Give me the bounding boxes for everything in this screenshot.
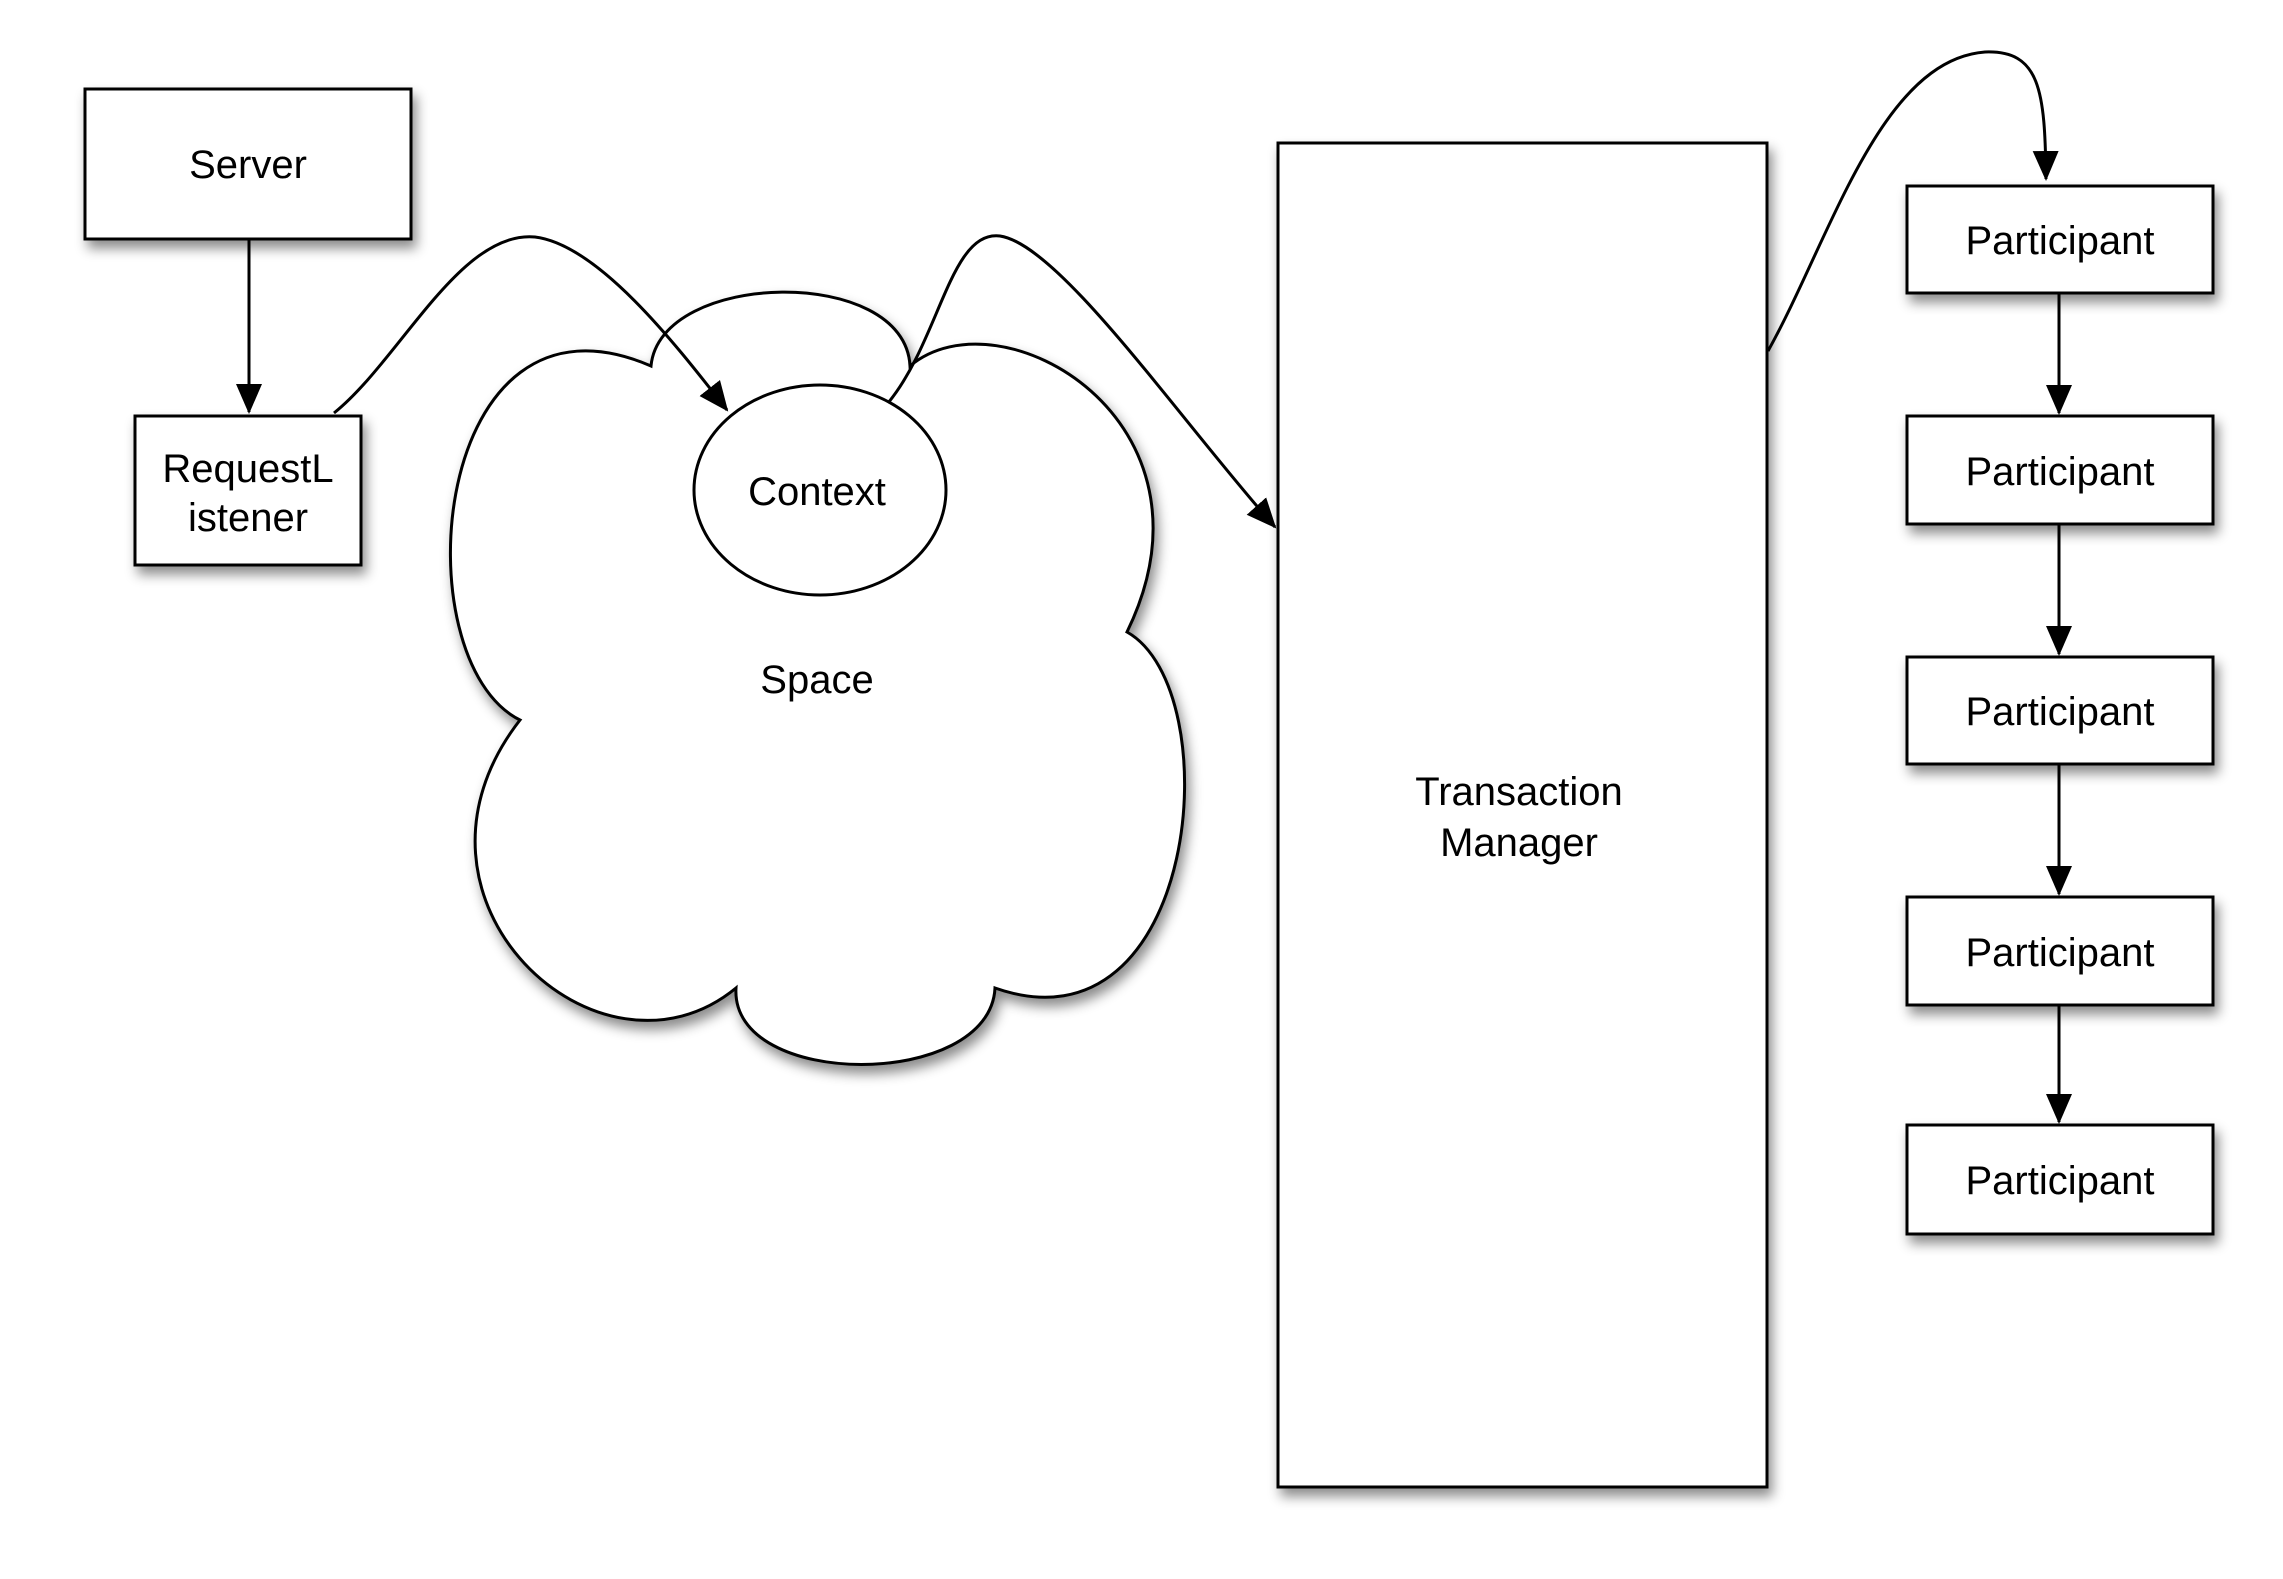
space-cloud-node[interactable]: Space (449, 290, 1187, 1066)
context-node[interactable]: Context (692, 383, 948, 597)
participant-node-2[interactable]: Participant (1905, 414, 2215, 526)
participant-node-1[interactable]: Participant (1905, 184, 2215, 295)
transaction-manager-node[interactable]: Transaction Manager (1276, 141, 1769, 1489)
cloud-shape (449, 290, 1187, 1066)
request-listener-label-line2: istener (188, 496, 308, 540)
request-listener-label-line1: RequestL (162, 447, 333, 491)
participant-label: Participant (1966, 219, 2155, 263)
server-node[interactable]: Server (83, 87, 413, 241)
participant-node-3[interactable]: Participant (1905, 655, 2215, 766)
context-to-transaction-manager-arrow (886, 234, 1277, 529)
participant-node-4[interactable]: Participant (1905, 895, 2215, 1007)
transaction-manager-to-participant-arrow (1766, 50, 2059, 352)
participant-node-5[interactable]: Participant (1905, 1123, 2215, 1236)
participant-label: Participant (1966, 690, 2155, 734)
participant-label: Participant (1966, 450, 2155, 494)
request-listener-node[interactable]: RequestL istener (133, 414, 363, 567)
transaction-manager-label-line2: Manager (1440, 821, 1598, 865)
space-label: Space (760, 658, 873, 702)
transaction-manager-label-line1: Transaction (1415, 770, 1623, 814)
participant-label: Participant (1966, 1159, 2155, 1203)
context-label: Context (748, 470, 886, 514)
listener-to-context-arrow (333, 235, 729, 415)
participant-label: Participant (1966, 931, 2155, 975)
server-label: Server (189, 143, 307, 187)
